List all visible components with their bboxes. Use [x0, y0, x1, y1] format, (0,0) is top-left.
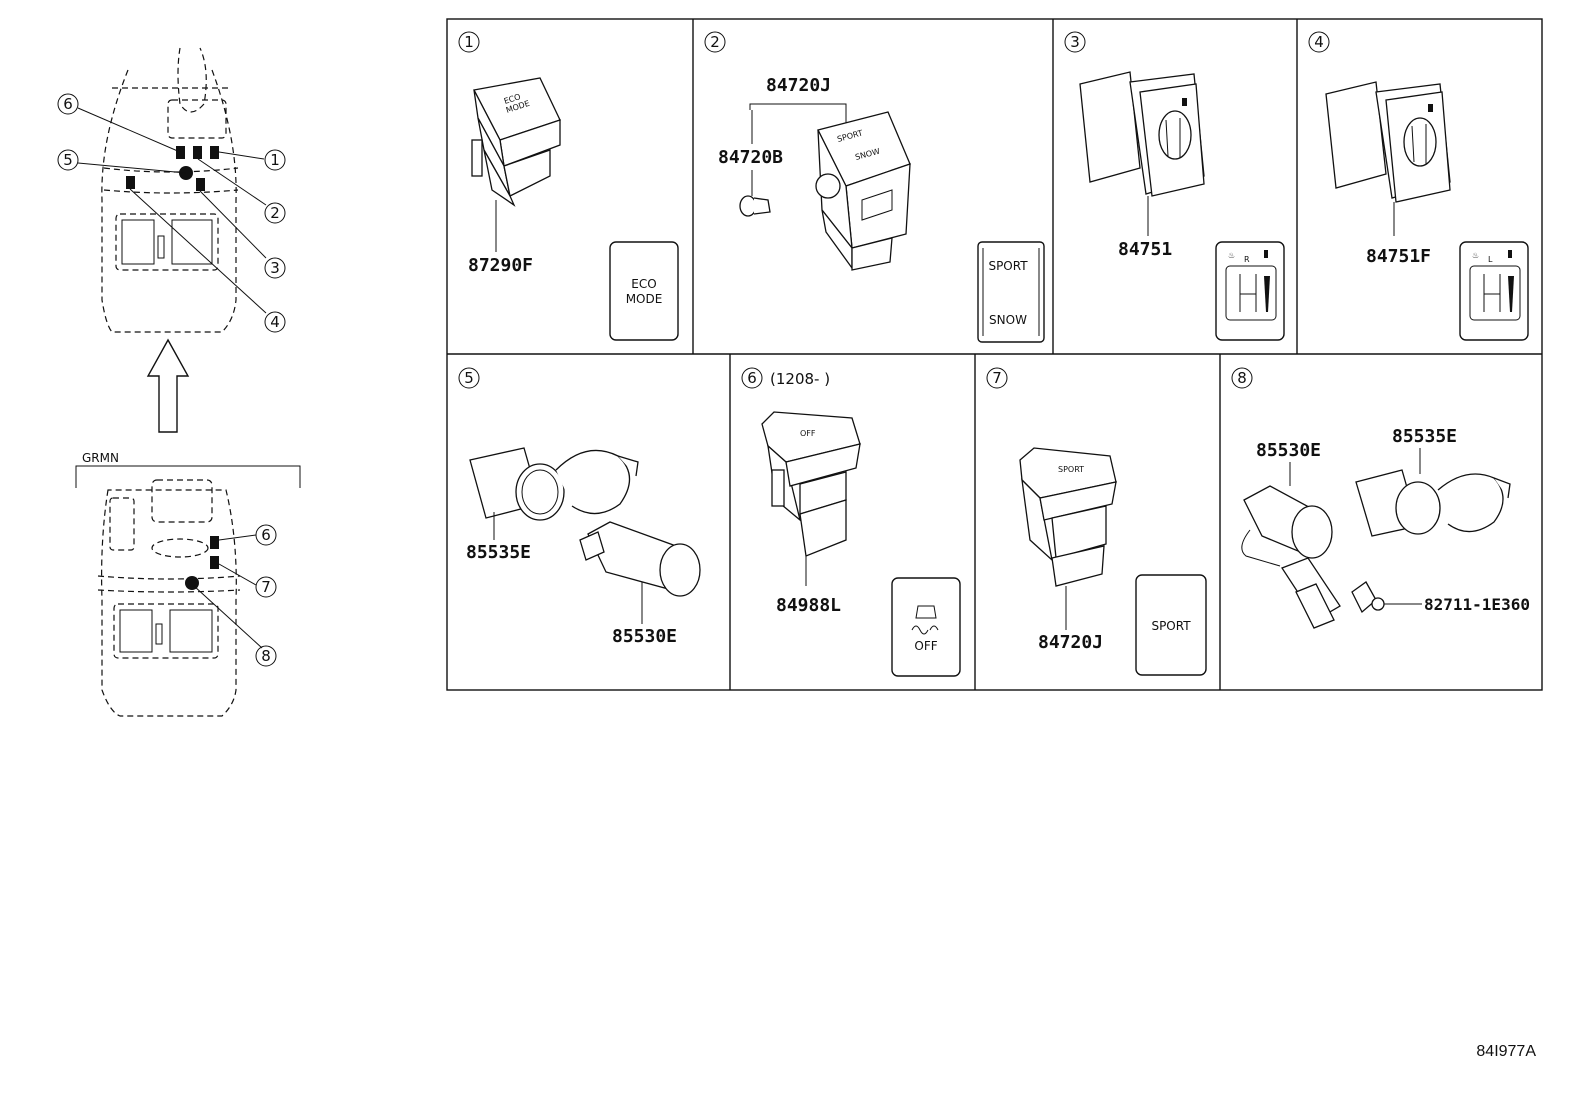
grmn-overview: GRMN 6 7 8: [75, 451, 301, 717]
callout-3: 3: [264, 257, 286, 279]
part-number-82711-1E360: 82711-1E360: [1424, 595, 1530, 614]
svg-text:6: 6: [747, 369, 757, 387]
svg-text:2: 2: [710, 33, 720, 51]
panel-7: 7 SPORT 84720J SPORT: [986, 367, 1207, 676]
connector-clip-part: [1351, 581, 1385, 614]
grmn-callout-6: 6: [255, 524, 277, 546]
direction-arrow-icon: [146, 338, 190, 433]
svg-text:SPORT: SPORT: [1058, 465, 1084, 474]
callout-5: 5: [57, 149, 79, 171]
switch-marker-1: [210, 146, 219, 159]
seat-heater-r-symbol: ♨ R: [1215, 241, 1285, 341]
wire-harness-part: [1281, 557, 1341, 629]
power-outlet-socket-part-8: [1355, 469, 1511, 537]
svg-text:SPORT: SPORT: [1151, 619, 1191, 633]
svg-text:OFF: OFF: [914, 639, 937, 653]
seat-heater-icon: ♨: [1472, 251, 1479, 260]
svg-text:ECO: ECO: [631, 277, 656, 291]
part-number-84751F: 84751F: [1366, 246, 1431, 267]
panel-1: 1 ECO MODE 87290F ECO MODE: [458, 31, 679, 341]
svg-text:SPORT: SPORT: [988, 259, 1028, 273]
svg-text:SNOW: SNOW: [989, 313, 1027, 327]
console-overview: 6 5 1 2 3 4: [57, 47, 286, 333]
svg-text:8: 8: [261, 647, 271, 665]
part-number-84988L: 84988L: [776, 595, 841, 616]
sport-snow-switch-part: SPORT SNOW: [815, 111, 911, 271]
power-outlet-cap-part: [579, 521, 701, 597]
power-outlet-cap-part-8: [1241, 485, 1333, 567]
svg-text:5: 5: [63, 151, 73, 169]
part-number-85535E: 85535E: [466, 542, 531, 563]
eco-mode-symbol: ECO MODE: [609, 241, 679, 341]
sport-symbol: SPORT: [1135, 574, 1207, 676]
part-number-85535E-panel8: 85535E: [1392, 426, 1457, 447]
grmn-label: GRMN: [82, 451, 119, 465]
switch-marker-grmn-6: [210, 536, 219, 549]
panel-3: 3 84751 ♨ R: [1064, 31, 1285, 341]
panel-4: 4 84751F ♨ L: [1308, 31, 1529, 341]
svg-text:6: 6: [63, 95, 73, 113]
svg-text:8: 8: [1237, 369, 1247, 387]
socket-marker-grmn-8: [185, 576, 199, 590]
panel-6: 6 (1208- ) OFF 84988L OFF: [741, 367, 961, 677]
callout-1: 1: [264, 149, 286, 171]
part-number-84720B: 84720B: [718, 147, 783, 168]
panel-2: 2 84720J 84720B SPORT SNOW SPORT SNOW: [704, 31, 1045, 343]
power-outlet-socket-part: [469, 447, 639, 521]
eco-mode-switch-part: ECO MODE: [471, 77, 561, 207]
callout-6: 6: [57, 93, 79, 115]
svg-text:7: 7: [992, 369, 1002, 387]
drawing-reference: 84I977A: [1476, 1043, 1536, 1060]
seat-heater-l-symbol: ♨ L: [1459, 241, 1529, 341]
svg-text:3: 3: [270, 259, 280, 277]
sport-switch-part: SPORT: [1019, 447, 1117, 587]
parts-grid: [446, 18, 1543, 691]
svg-text:4: 4: [270, 313, 280, 331]
vsc-off-switch-part: OFF: [761, 411, 861, 557]
svg-text:5: 5: [464, 369, 474, 387]
seat-heater-switch-r-part: [1079, 71, 1205, 197]
svg-text:2: 2: [270, 204, 280, 222]
panel-5: 5 85535E 85530E: [458, 367, 701, 647]
date-note: (1208- ): [770, 370, 830, 388]
svg-text:1: 1: [270, 151, 280, 169]
vsc-off-symbol: OFF: [891, 577, 961, 677]
svg-text:6: 6: [261, 526, 271, 544]
svg-text:OFF: OFF: [800, 429, 816, 438]
switch-marker-2: [193, 146, 202, 159]
part-number-84720J-panel7: 84720J: [1038, 632, 1103, 653]
grmn-callout-7: 7: [255, 576, 277, 598]
svg-text:3: 3: [1070, 33, 1080, 51]
part-number-84751: 84751: [1118, 239, 1172, 260]
seat-heater-switch-l-part: [1325, 81, 1451, 203]
callout-2: 2: [264, 202, 286, 224]
switch-marker-grmn-7: [210, 556, 219, 569]
svg-text:R: R: [1244, 255, 1250, 264]
switch-marker-6: [176, 146, 185, 159]
svg-text:MODE: MODE: [626, 292, 663, 306]
switch-marker-3: [196, 178, 205, 191]
svg-text:L: L: [1488, 255, 1493, 264]
seat-heater-icon: ♨: [1228, 251, 1235, 260]
callout-4: 4: [264, 311, 286, 333]
svg-text:1: 1: [464, 33, 474, 51]
sport-snow-symbol: SPORT SNOW: [977, 241, 1045, 343]
svg-text:7: 7: [261, 578, 271, 596]
part-number-85530E: 85530E: [612, 626, 677, 647]
part-number-87290F: 87290F: [468, 255, 533, 276]
traction-control-icon: [915, 605, 937, 619]
part-number-85530E-panel8: 85530E: [1256, 440, 1321, 461]
svg-text:4: 4: [1314, 33, 1324, 51]
panel-8: 8 85530E 85535E 82711-1E360: [1231, 367, 1530, 629]
switch-marker-4: [126, 176, 135, 189]
part-number-84720J: 84720J: [766, 75, 831, 96]
clip-part: [739, 195, 771, 217]
grmn-callout-8: 8: [255, 645, 277, 667]
